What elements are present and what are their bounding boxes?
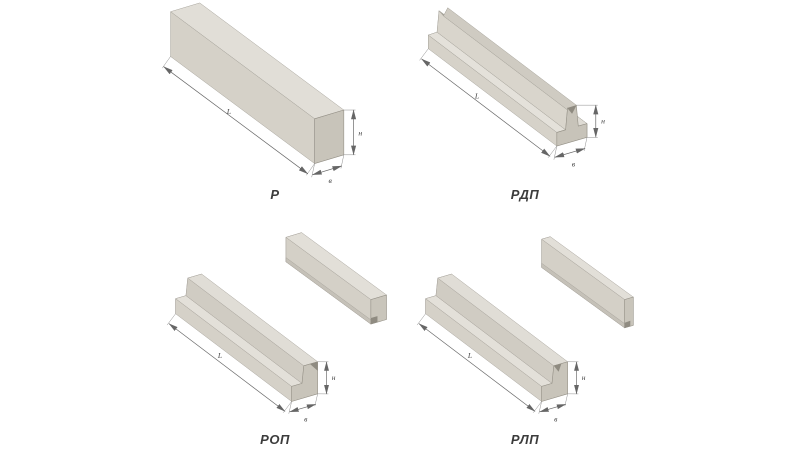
dim-height-label: н	[582, 373, 586, 382]
beam-rdp-drawing: L в н	[419, 7, 605, 168]
beam-body	[170, 2, 345, 164]
figures-grid: L в н Р	[150, 0, 650, 469]
dim-width-label: в	[554, 414, 558, 423]
dim-width-label: в	[304, 414, 308, 423]
dim-width: в	[288, 393, 319, 423]
figure-rlp-label: РЛП	[510, 432, 540, 447]
dim-width: в	[311, 154, 345, 185]
secondary-end-face	[624, 296, 634, 329]
dim-length-label: L	[474, 91, 479, 100]
dim-length-label: L	[226, 107, 231, 116]
dim-length: L	[417, 313, 543, 413]
dim-height-label: н	[359, 128, 363, 137]
figure-rop: L в н РОП	[150, 212, 400, 469]
dim-width: в	[553, 137, 588, 168]
dim-height-label: н	[601, 117, 605, 126]
dim-height: н	[318, 361, 336, 395]
dim-width-label: в	[329, 176, 333, 185]
beam-end-face	[291, 361, 319, 402]
dim-height-label: н	[332, 373, 336, 382]
ledge-notch-shadow	[310, 361, 319, 371]
beam-r-drawing: L в н	[162, 2, 363, 185]
dim-width: в	[538, 393, 569, 423]
dim-length: L	[162, 56, 316, 176]
dim-height: н	[568, 361, 586, 395]
figure-rdp-label: РДП	[510, 187, 540, 202]
groove-notch-shadow	[567, 105, 577, 114]
dim-height: н	[344, 109, 363, 156]
dim-length: L	[419, 48, 558, 158]
beam-rop-drawing: L в н	[167, 232, 388, 423]
secondary-notch-shadow	[371, 316, 378, 325]
beam-body	[428, 7, 588, 147]
dim-length-label: L	[217, 351, 222, 360]
beam-rlp-drawing: L в н	[417, 236, 634, 423]
figure-r-label: Р	[270, 187, 280, 202]
figure-rop-label: РОП	[260, 432, 290, 447]
figure-r: L в н Р	[150, 0, 400, 212]
dim-length-label: L	[467, 351, 472, 360]
secondary-beam-body	[541, 236, 634, 329]
beam-end-face	[314, 109, 345, 164]
dim-height: н	[576, 104, 605, 138]
secondary-notch-shadow	[624, 320, 631, 328]
ledge-notch-shadow	[554, 363, 562, 372]
secondary-beam-body	[286, 232, 388, 325]
dim-length: L	[167, 313, 293, 413]
figure-rlp: L в н РЛП	[400, 212, 650, 469]
dim-width-label: в	[572, 159, 576, 168]
secondary-end-face	[370, 294, 388, 325]
figure-rdp: L в н РДП	[400, 0, 650, 212]
